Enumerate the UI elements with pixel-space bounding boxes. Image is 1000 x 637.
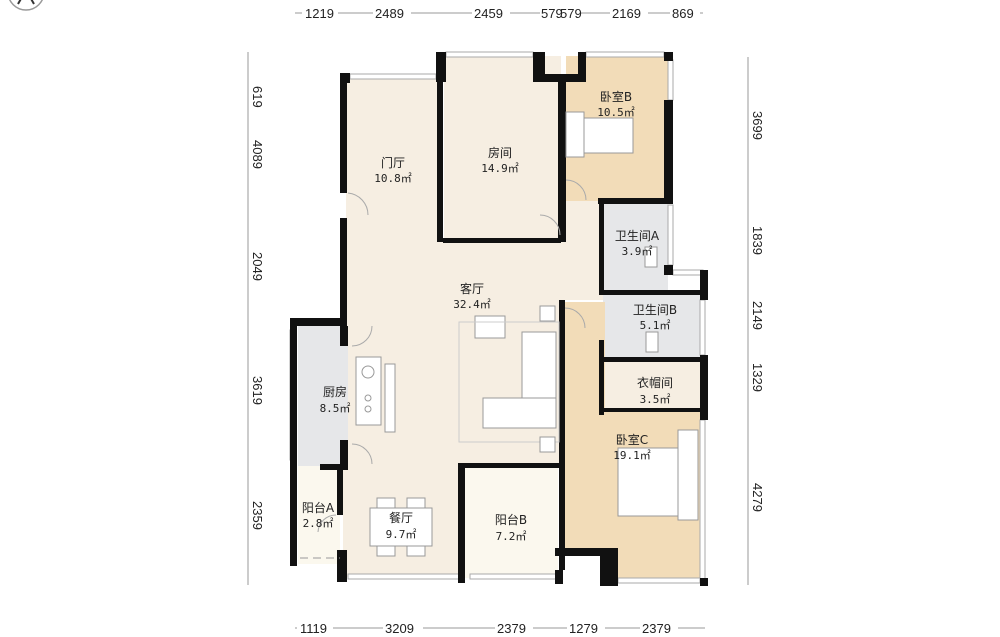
dim-top-1: 1219 [305, 6, 334, 21]
dim-right-5: 4279 [750, 483, 765, 512]
dim-left-4: 3619 [250, 376, 265, 405]
bed-c [617, 447, 679, 517]
dim-bottom-5: 2379 [642, 621, 671, 636]
dim-bottom-2: 3209 [385, 621, 414, 636]
dim-left-1: 619 [250, 86, 265, 108]
room-hall [561, 200, 605, 300]
dim-right-1: 3699 [750, 111, 765, 140]
dim-right-4: 1329 [750, 363, 765, 392]
dim-bottom-1: 1119 [300, 621, 327, 636]
label-foyer: 门厅 [381, 155, 405, 170]
dim-right-2: 1839 [750, 226, 765, 255]
label-balcony-a: 阳台A [302, 500, 335, 515]
dining-table [369, 507, 433, 547]
area-foyer: 10.8㎡ [374, 172, 412, 185]
room-closet [603, 362, 700, 410]
dim-top-2: 2489 [375, 6, 404, 21]
label-closet: 衣帽间 [637, 375, 673, 390]
area-kitchen: 8.5㎡ [320, 402, 351, 415]
dim-bottom-3: 2379 [497, 621, 526, 636]
room-kitchen [298, 326, 348, 466]
room-labels: 门厅 10.8㎡ 房间 14.9㎡ 卧室B 10.5㎡ 卫生间A 3.9㎡ 客厅… [302, 89, 677, 543]
area-bath-a: 3.9㎡ [622, 245, 653, 258]
dim-top-7: 869 [672, 6, 694, 21]
walls [290, 52, 708, 586]
compass-icon [9, 0, 43, 11]
dimension-top: 1219 2489 2459 579 579 2169 869 [302, 4, 700, 22]
label-kitchen: 厨房 [323, 384, 347, 399]
area-bath-b: 5.1㎡ [640, 319, 671, 332]
label-bedroom-b: 卧室B [600, 89, 632, 104]
furniture [300, 111, 699, 559]
label-bedroom-c: 卧室C [616, 432, 648, 447]
area-bedroom-c: 19.1㎡ [613, 449, 651, 462]
label-room: 房间 [488, 145, 512, 160]
area-closet: 3.5㎡ [640, 393, 671, 406]
label-dining: 餐厅 [389, 510, 413, 525]
dim-bottom-4: 1279 [569, 621, 598, 636]
room-balcony-b [465, 468, 558, 578]
label-living: 客厅 [460, 281, 484, 296]
bed-b [582, 117, 634, 154]
room-bedroom-c-strip [563, 302, 605, 552]
label-bath-b: 卫生间B [633, 303, 677, 317]
dimension-bottom: 1119 3209 2379 1279 2379 [297, 619, 678, 637]
label-balcony-b: 阳台B [495, 512, 527, 527]
dim-top-4: 579 [541, 6, 563, 21]
dim-right-3: 2149 [750, 301, 765, 330]
area-balcony-a: 2.8㎡ [303, 517, 334, 530]
area-living: 32.4㎡ [453, 298, 491, 311]
dimension-left: 619 4089 2049 3619 2359 [249, 84, 265, 535]
dim-left-3: 2049 [250, 252, 265, 281]
dim-top-3: 2459 [474, 6, 503, 21]
area-bedroom-b: 10.5㎡ [597, 106, 635, 119]
area-room: 14.9㎡ [481, 162, 519, 175]
dim-top-5: 579 [560, 6, 582, 21]
area-dining: 9.7㎡ [386, 528, 417, 541]
room-room [444, 56, 561, 242]
dim-left-2: 4089 [250, 140, 265, 169]
dimension-right: 3699 1839 2149 1329 4279 [749, 109, 765, 517]
room-foyer [346, 78, 440, 243]
label-bath-a: 卫生间A [615, 229, 660, 243]
dim-top-6: 2169 [612, 6, 641, 21]
dim-left-5: 2359 [250, 501, 265, 530]
area-balcony-b: 7.2㎡ [496, 530, 527, 543]
